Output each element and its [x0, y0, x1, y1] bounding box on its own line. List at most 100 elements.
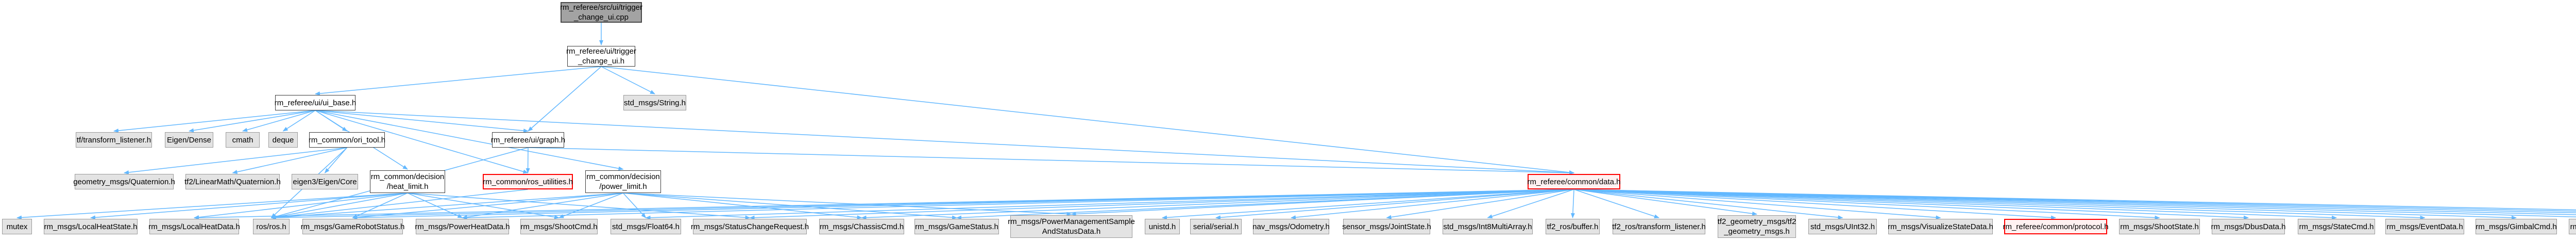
include-edge-data-to-dbus: [1573, 189, 2249, 220]
graph-node-local_heat_state[interactable]: rm_msgs/LocalHeatState.h: [44, 219, 138, 234]
graph-node-game_status[interactable]: rm_msgs/GameStatus.h: [914, 219, 999, 234]
include-edge-data-to-power_mgmt: [1071, 189, 1574, 216]
include-edge-ui_base-to-cmath: [242, 110, 316, 132]
include-edge-ui_base-to-deque: [282, 110, 316, 132]
include-edge-data-to-unistd: [1162, 189, 1574, 220]
graph-node-cmath[interactable]: cmath: [226, 132, 260, 148]
include-edge-data-to-gimbal_cmd: [1573, 189, 2517, 220]
graph-node-status_change_request[interactable]: rm_msgs/StatusChangeRequest.h: [691, 219, 809, 234]
graph-node-joint_state[interactable]: sensor_msgs/JointState.h: [1342, 219, 1431, 234]
include-edge-data-to-joint_state: [1386, 189, 1574, 219]
graph-node-trigger_h[interactable]: rm_referee/ui/trigger _change_ui.h: [566, 46, 636, 67]
include-edge-data-to-local_heat_data: [194, 189, 1574, 220]
include-edge-data-to-chassis_cmd: [861, 189, 1574, 220]
include-edge-data-to-float64: [645, 189, 1574, 220]
include-edge-ui_base-to-graph: [315, 110, 529, 133]
include-edge-data-to-game_robot_status: [352, 189, 1574, 220]
graph-node-eigen_core[interactable]: eigen3/Eigen/Core: [292, 174, 358, 189]
graph-node-local_heat_data[interactable]: rm_msgs/LocalHeatData.h: [148, 219, 240, 234]
graph-node-int8array[interactable]: std_msgs/Int8MultiArray.h: [1443, 219, 1533, 234]
graph-node-unistd[interactable]: unistd.h: [1145, 219, 1180, 234]
graph-node-mutex[interactable]: mutex: [2, 219, 32, 234]
graph-node-ui_base[interactable]: rm_referee/ui/ui_base.h: [275, 95, 356, 110]
include-edge-trigger_h-to-ui_base: [315, 66, 602, 96]
graph-node-deque[interactable]: deque: [268, 132, 298, 148]
include-edge-ui_base-to-data: [315, 110, 1574, 175]
include-edge-data-to-tf2_tf_listener: [1573, 189, 1659, 218]
include-edge-data-to-status_change_request: [749, 189, 1574, 220]
include-edge-ui_base-to-ros_utilities: [315, 110, 529, 174]
graph-node-heat_limit[interactable]: rm_common/decision /heat_limit.h: [370, 170, 445, 193]
include-edge-ros_utilities-to-ros: [270, 189, 528, 219]
include-edge-data-to-odometry: [1291, 189, 1574, 220]
graph-node-serial[interactable]: serial/serial.h: [1190, 219, 1242, 234]
graph-node-tf2_quat[interactable]: tf2/LinearMath/Quaternion.h: [184, 174, 281, 189]
graph-node-shoot_cmd[interactable]: rm_msgs/ShootCmd.h: [520, 219, 598, 234]
graph-node-state_cmd[interactable]: rm_msgs/StateCmd.h: [2298, 219, 2375, 234]
include-edge-trigger_h-to-graph: [528, 66, 602, 132]
graph-node-robot_hurt[interactable]: rm_msgs/RobotHurt.h: [2569, 219, 2576, 234]
include-edge-graph-to-data: [528, 147, 1574, 175]
graph-node-ros_utilities[interactable]: rm_common/ros_utilities.h: [483, 174, 573, 189]
include-edge-power_limit-to-power_mgmt: [623, 193, 1072, 216]
include-edge-power_limit-to-shoot_cmd: [558, 193, 623, 218]
include-edge-ori_tool-to-geo_quat: [124, 147, 347, 174]
graph-node-data[interactable]: rm_referee/common/data.h: [1528, 174, 1620, 189]
graph-node-shoot_state[interactable]: rm_msgs/ShootState.h: [2119, 219, 2200, 234]
include-edge-power_limit-to-chassis_cmd: [623, 193, 862, 220]
graph-node-visualize_state[interactable]: rm_msgs/VisualizeStateData.h: [1888, 219, 1993, 234]
include-edge-data-to-power_heat_data: [462, 189, 1574, 220]
include-edge-data-to-int8array: [1487, 189, 1574, 218]
graph-node-gimbal_cmd[interactable]: rm_msgs/GimbalCmd.h: [2476, 219, 2557, 234]
include-edge-heat_limit-to-mutex: [16, 193, 408, 220]
graph-node-tf2_buffer[interactable]: tf2_ros/buffer.h: [1546, 219, 1600, 234]
include-edge-heat_limit-to-status_change_request: [407, 193, 751, 220]
include-edge-heat_limit-to-ros: [270, 193, 408, 219]
include-edge-graph-to-ros_utilities: [526, 147, 530, 173]
graph-node-uint32[interactable]: std_msgs/UInt32.h: [1808, 219, 1877, 234]
include-edge-data-to-protocol: [1573, 189, 2056, 220]
include-edge-data-to-engineer_ui: [1573, 189, 2576, 211]
include-edge-ui_base-to-eigen_dense: [189, 110, 316, 133]
graph-node-tf2_geo[interactable]: tf2_geometry_msgs/tf2 _geometry_msgs.h: [1718, 215, 1796, 238]
graph-node-geo_quat[interactable]: geometry_msgs/Quaternion.h: [73, 174, 175, 189]
include-edge-data-to-uint32: [1573, 189, 1843, 220]
include-edge-heat_limit-to-game_robot_status: [352, 193, 408, 218]
graph-node-power_limit[interactable]: rm_common/decision /power_limit.h: [585, 170, 661, 193]
graph-node-graph[interactable]: rm_referee/ui/graph.h: [491, 132, 565, 148]
include-edge-data-to-state_cmd: [1573, 189, 2337, 220]
include-edge-power_limit-to-power_heat_data: [462, 193, 623, 219]
include-edge-ori_tool-to-eigen_core: [324, 147, 348, 173]
graph-node-protocol[interactable]: rm_referee/common/protocol.h: [2003, 219, 2109, 234]
graph-node-tf2_tf_listener[interactable]: tf2_ros/transform_listener.h: [1612, 219, 1706, 234]
include-edge-power_limit-to-ros: [270, 193, 623, 220]
graph-node-chassis_cmd[interactable]: rm_msgs/ChassisCmd.h: [819, 219, 904, 234]
graph-node-src_cpp[interactable]: rm_referee/src/ui/trigger _change_ui.cpp: [560, 2, 643, 23]
include-edge-data-to-event_data: [1573, 189, 2426, 220]
graph-node-string_h[interactable]: std_msgs/String.h: [623, 95, 686, 110]
include-edge-heat_limit-to-local_heat_state: [90, 193, 408, 220]
graph-node-power_heat_data[interactable]: rm_msgs/PowerHeatData.h: [415, 219, 510, 234]
include-edge-data-to-visualize_state: [1573, 189, 1941, 220]
graph-node-game_robot_status[interactable]: rm_msgs/GameRobotStatus.h: [301, 219, 404, 234]
include-edge-ui_base-to-power_limit: [315, 110, 624, 171]
include-edge-data-to-serial: [1215, 189, 1574, 220]
include-edge-data-to-tf2_buffer: [1570, 189, 1575, 218]
include-edge-trigger_h-to-data: [601, 66, 1574, 175]
graph-node-odometry[interactable]: nav_msgs/Odometry.h: [1252, 219, 1330, 234]
graph-node-event_data[interactable]: rm_msgs/EventData.h: [2385, 219, 2464, 234]
graph-node-eigen_dense[interactable]: Eigen/Dense: [165, 132, 213, 148]
graph-node-dbus[interactable]: rm_msgs/DbusData.h: [2211, 219, 2286, 234]
include-edge-data-to-shoot_state: [1573, 189, 2160, 220]
graph-node-tf_listener[interactable]: tf/transform_listener.h: [76, 132, 152, 148]
include-edge-ui_base-to-tf_listener: [113, 110, 316, 133]
graph-node-float64[interactable]: std_msgs/Float64.h: [611, 219, 681, 234]
include-edge-data-to-tf2_geo: [1573, 189, 1757, 216]
include-edge-heat_limit-to-local_heat_data: [194, 193, 408, 219]
include-edge-trigger_h-to-string_h: [601, 66, 655, 94]
graph-node-power_mgmt[interactable]: rm_msgs/PowerManagementSample AndStatusD…: [1008, 215, 1135, 238]
graph-node-ros[interactable]: ros/ros.h: [253, 219, 290, 234]
graph-node-ori_tool[interactable]: rm_common/ori_tool.h: [309, 132, 385, 148]
